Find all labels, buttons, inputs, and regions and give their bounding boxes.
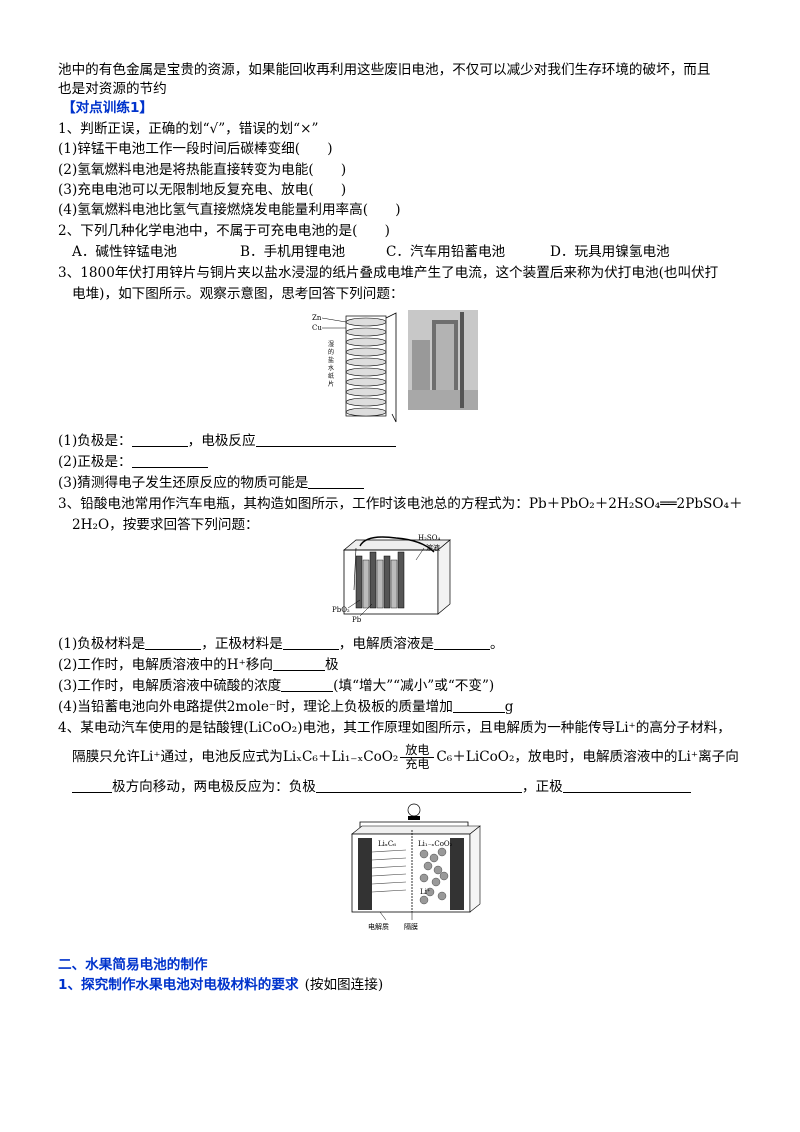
discharge-label: 放电 [405,743,430,757]
q4-stem-2-part-b: C₆＋LiCoO₂，放电时，电解质溶液中的Li⁺离子向 [436,749,739,765]
q1-item-1: (1)锌锰干电池工作一段时间后碳棒变细( ) [58,141,333,157]
q3a-sub-3: (3)猜测得电子发生还原反应的物质可能是 [58,473,365,493]
svg-text:水: 水 [328,364,334,372]
q3b-sub-4: (4)当铅蓄电池向外电路提供2mole⁻时，理论上负极板的质量增加 g [58,697,514,717]
answer-blank[interactable] [281,677,334,692]
label-h2so4: H₂SO₄ [418,534,440,542]
label-separator: 隔膜 [404,922,418,931]
label-li-ion: Li⁺ [420,888,431,896]
svg-text:盐: 盐 [328,356,334,364]
answer-blank[interactable] [433,635,490,650]
label-cu: Cu [312,324,322,332]
q3b-sub-1-label-c: ，电解质溶液是 [338,636,434,652]
charge-label: 充电 [405,757,430,771]
answer-blank[interactable] [452,698,505,713]
q2-option-b: B．手机用锂电池 [240,244,346,260]
q3a-sub-1-label: (1)负极是： [58,433,132,449]
section-2-note: (按如图连接) [304,977,384,993]
q3a-stem-2: 电堆)，如下图所示。观察示意图，思考回答下列问题： [72,286,404,302]
q1-item-3: (3)充电电池可以无限制地反复充电、放电( ) [58,182,347,198]
q4-stem-3: 极方向移动，两电极反应为：负极 ，正极 [72,777,691,797]
q4-stem-3-part-b: ，正极 [521,779,563,795]
q2-option-c: C．汽车用铅蓄电池 [386,244,506,260]
q3a-sub-1: (1)负极是： ，电极反应 [58,431,396,451]
q3b-sub-2: (2)工作时，电解质溶液中的H⁺移向 极 [58,655,339,675]
label-paper: 湿的盐 水纸片 [328,340,334,388]
voltaic-pile-figure: Zn Cu 湿的盐 水纸片 [312,310,482,430]
q3b-sub-4-label-b: g [504,699,514,715]
q1-item-2: (2)氢氧燃料电池是将热能直接转变为电能( ) [58,162,347,178]
q3b-sub-3: (3)工作时，电解质溶液中硫酸的浓度 (填“增大”“减小”或“不变”) [58,676,494,696]
q3a-sub-2: (2)正极是： [58,452,208,472]
answer-blank[interactable] [562,778,691,793]
svg-text:片: 片 [328,380,334,388]
section-2-title: 二、水果简易电池的制作 [58,957,208,973]
q3b-sub-2-label-a: (2)工作时，电解质溶液中的H⁺移向 [58,657,274,673]
label-li1xcoo2: Li₁₋ₓCoO₂ [418,840,453,848]
answer-blank[interactable] [131,432,188,447]
q2-option-a: A．碱性锌锰电池 [72,244,177,260]
q3b-sub-1: (1)负极材料是 ，正极材料是 ，电解质溶液是 。 [58,634,504,654]
q2-options: A．碱性锌锰电池 B．手机用锂电池 C．汽车用铅蓄电池 D．玩具用镍氢电池 [72,242,670,262]
q4-stem-3-part-a: 极方向移动，两电极反应为：负极 [112,779,316,795]
svg-text:的: 的 [328,348,334,356]
svg-text:纸: 纸 [328,372,334,380]
answer-blank[interactable] [315,778,522,793]
answer-blank[interactable] [131,453,208,468]
svg-text:湿: 湿 [328,340,334,348]
label-zn: Zn [312,314,322,322]
intro-line-2: 也是对资源的节约 [58,81,167,97]
q4-stem-2-part-a: 隔膜只允许Li⁺通过，电池反应式为LiₓC₆＋Li₁₋ₓCoO₂ [72,749,399,765]
section-2-subtitle: 1、探究制作水果电池对电极材料的要求 (按如图连接) [58,975,383,995]
answer-blank[interactable] [273,656,326,671]
q3a-sub-3-label: (3)猜测得电子发生还原反应的物质可能是 [58,475,309,491]
q3b-sub-1-label-b: ，正极材料是 [201,636,283,652]
practice-title: 【对点训练1】 [62,100,154,116]
q4-stem-1: 4、某电动汽车使用的是钴酸锂(LiCoO₂)电池，其工作原理如图所示，且电解质为… [58,720,731,736]
reaction-arrow: 放电充电 [400,743,435,771]
label-solution: 溶液 [426,543,440,552]
q3b-sub-1-label-a: (1)负极材料是 [58,636,146,652]
label-pbo2: PbO₂ [332,606,350,614]
label-electrolyte: 电解质 [368,922,389,931]
q1-item-4: (4)氢氧燃料电池比氢气直接燃烧发电能量利用率高( ) [58,202,401,218]
label-lixc6: LiₓC₆ [378,840,396,848]
section-2-subtitle-text: 1、探究制作水果电池对电极材料的要求 [58,977,299,993]
q3b-sub-4-label-a: (4)当铅蓄电池向外电路提供2mole⁻时，理论上负极板的质量增加 [58,699,453,715]
q3b-stem-2: 2H₂O，按要求回答下列问题： [72,517,259,533]
q3b-sub-3-label-b: (填“增大”“减小”或“不变”) [333,678,495,694]
q3b-sub-1-label-d: 。 [489,636,504,652]
q1-stem: 1、判断正误，正确的划“√”，错误的划“×” [58,121,319,137]
answer-blank[interactable] [308,474,365,489]
q2-stem: 2、下列几种化学电池中，不属于可充电电池的是( ) [58,223,390,239]
q3b-sub-2-label-b: 极 [325,657,339,673]
q3b-sub-3-label-a: (3)工作时，电解质溶液中硫酸的浓度 [58,678,282,694]
answer-blank[interactable] [282,635,339,650]
bulb-icon [407,803,421,817]
intro-line-1: 池中的有色金属是宝贵的资源，如果能回收再利用这些废旧电池，不仅可以减少对我们生存… [58,62,711,78]
answer-blank[interactable] [255,432,396,447]
q2-option-d: D．玩具用镍氢电池 [550,244,670,260]
q3a-sub-2-label: (2)正极是： [58,454,132,470]
answer-blank[interactable] [72,778,112,793]
label-pb: Pb [352,616,362,624]
q3a-stem-1: 3、1800年伏打用锌片与铜片夹以盐水浸湿的纸片叠成电堆产生了电流，这个装置后来… [58,265,719,281]
q3a-sub-1-label-b: ，电极反应 [187,433,256,449]
q3b-stem-1: 3、铅酸电池常用作汽车电瓶，其构造如图所示，工作时该电池总的方程式为：Pb＋Pb… [58,496,743,512]
lithium-battery-figure: LiₓC₆ Li₁₋ₓCoO₂ Li⁺ 电解质 隔膜 [340,800,490,935]
answer-blank[interactable] [145,635,202,650]
lead-acid-battery-figure: H₂SO₄ 溶液 PbO₂ Pb [326,530,466,625]
